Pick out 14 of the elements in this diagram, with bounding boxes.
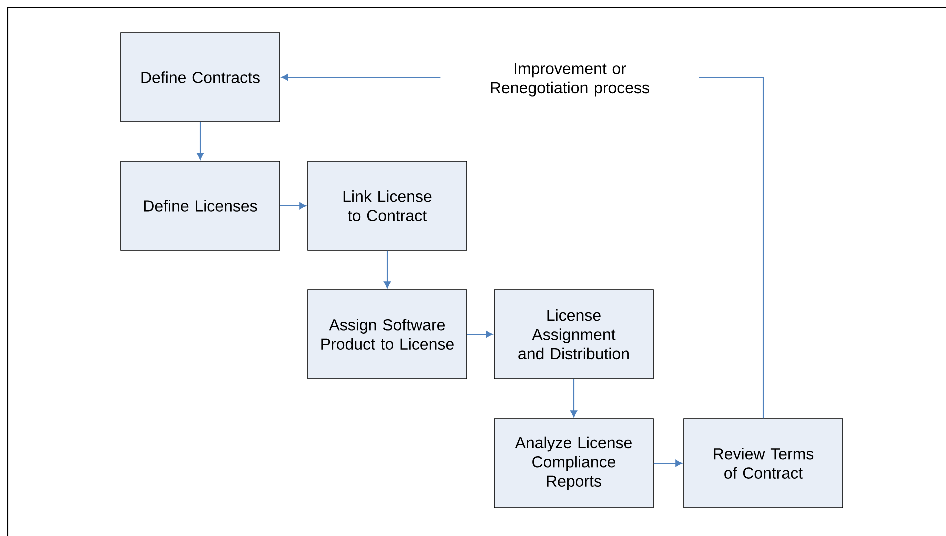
arrow	[570, 379, 578, 418]
arrow	[467, 331, 493, 338]
edge-label: Improvement or Renegotiation process	[440, 60, 700, 100]
process-box: Review Terms of Contract	[684, 418, 844, 508]
arrow	[654, 460, 682, 467]
arrow	[384, 250, 391, 288]
arrow	[280, 202, 306, 210]
process-box: Assign Software Product to License	[308, 290, 468, 380]
arrow	[197, 122, 204, 160]
process-box: Define Licenses	[120, 161, 280, 251]
process-box: Analyze License Compliance Reports	[494, 418, 654, 508]
process-box: Link License to Contract	[308, 161, 468, 251]
process-box: Define Contracts	[120, 32, 280, 122]
process-box: License Assignment and Distribution	[494, 290, 654, 380]
